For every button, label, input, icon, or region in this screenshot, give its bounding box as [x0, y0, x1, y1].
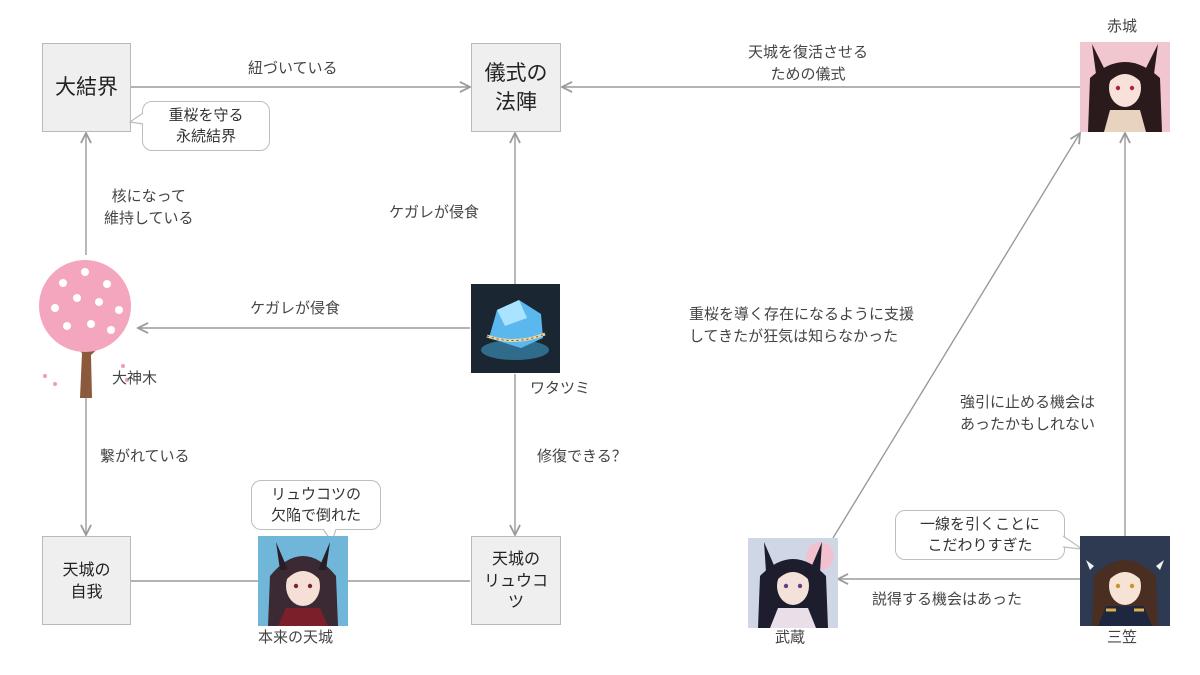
node-amagi-ryuukotsu: 天城の リュウコ ツ: [471, 536, 561, 625]
edge-musashi-akagi: [832, 133, 1080, 539]
node-gishiki-houjin: 儀式の 法陣: [471, 43, 561, 132]
edge-label-mikasa-musashi: 説得する機会はあった: [872, 590, 1023, 608]
edge-label-watatsumi-gishiki: ケガレが侵食: [389, 203, 480, 221]
label-watatsumi: ワタツミ: [530, 379, 591, 397]
mikasa-portrait: [1080, 536, 1170, 626]
node-daikekkai: 大結界: [42, 43, 131, 132]
edge-label-tree-jiga: 繋がれている: [100, 447, 190, 465]
callout-tail-daikekkai: [129, 112, 144, 125]
edge-label-watatsumi-ryuukotsu: 修復できる？: [537, 447, 627, 465]
callout-amagi: リュウコツの 欠陥で倒れた: [251, 480, 381, 530]
musashi-portrait: [748, 538, 838, 628]
edge-label-watatsumi-tree: ケガレが侵食: [250, 299, 341, 317]
label-musashi: 武蔵: [775, 628, 806, 646]
label-mikasa: 三笠: [1107, 628, 1138, 646]
label-daishinboku: 大神木: [112, 369, 158, 387]
edge-label-akagi-gishiki: 天城を復活させる ための儀式: [748, 43, 869, 83]
callout-mikasa: 一線を引くことに こだわりすぎた: [895, 510, 1065, 560]
edge-label-kekkai-gishiki: 紐づいている: [248, 59, 338, 77]
amagi-portrait: [258, 536, 348, 626]
cherry-blossom-tree-icon: [39, 260, 131, 398]
akagi-portrait: [1080, 42, 1170, 132]
edge-label-tree-kekkai: 核になって 維持している: [104, 187, 194, 227]
label-honrai-amagi: 本来の天城: [258, 628, 334, 646]
edge-label-musashi-akagi: 重桜を導く存在になるように支援 してきたが狂気は知らなかった: [689, 305, 915, 345]
edge-label-mikasa-akagi: 強引に止める機会は あったかもしれない: [960, 393, 1096, 433]
label-akagi: 赤城: [1107, 17, 1138, 35]
watatsumi-crystal-icon: [471, 284, 560, 373]
callout-daikekkai: 重桜を守る 永続結界: [142, 101, 270, 151]
node-amagi-jiga: 天城の 自我: [42, 536, 131, 625]
